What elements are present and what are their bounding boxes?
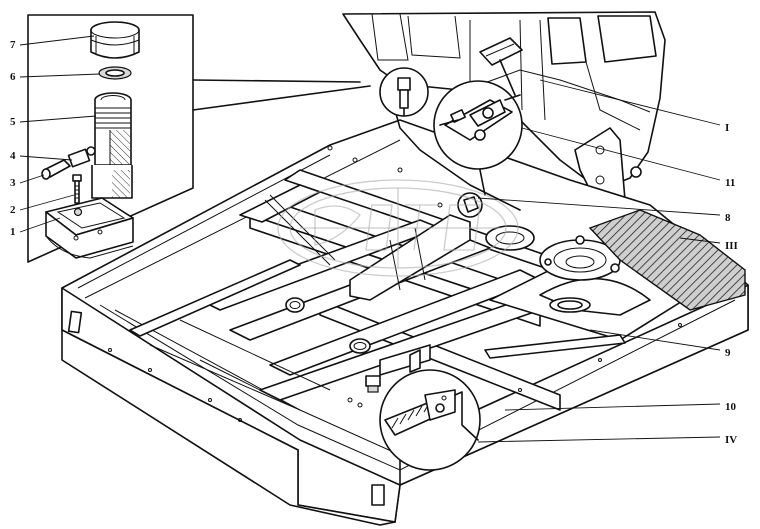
callout-label: 7 bbox=[10, 39, 16, 51]
callout-label: 11 bbox=[725, 177, 735, 189]
callout-4: 4 bbox=[10, 150, 73, 162]
callout-1: 1 bbox=[10, 217, 61, 238]
watermark-logo bbox=[277, 179, 519, 277]
callout-I: I bbox=[539, 79, 729, 134]
inset-callouts: 7 6 5 4 3 2 1 bbox=[10, 35, 101, 238]
callout-label: 3 bbox=[10, 177, 16, 189]
callout-label: 9 bbox=[725, 347, 731, 359]
callout-label: 2 bbox=[10, 204, 16, 216]
fitting-part bbox=[41, 146, 96, 180]
body-tube-part bbox=[94, 92, 132, 166]
callout-label: I bbox=[725, 122, 729, 134]
callout-IV: IV bbox=[477, 434, 737, 446]
washer-part bbox=[98, 66, 132, 80]
callout-label: 6 bbox=[10, 71, 16, 83]
callout-8: 8 bbox=[477, 197, 731, 224]
main-frame bbox=[61, 79, 749, 526]
inset-panel: 7 6 5 4 3 2 1 bbox=[10, 14, 371, 263]
callout-5: 5 bbox=[10, 115, 97, 128]
cap-part bbox=[90, 21, 140, 59]
callout-label: 10 bbox=[725, 401, 737, 413]
callout-label: 4 bbox=[10, 150, 16, 162]
detail-circle-bottom bbox=[379, 369, 481, 471]
callout-label: 5 bbox=[10, 116, 16, 128]
base-bracket-part bbox=[45, 165, 134, 259]
callout-3: 3 bbox=[10, 174, 45, 189]
callout-11: 11 bbox=[521, 127, 735, 189]
callout-III: III bbox=[679, 237, 738, 252]
callout-label: III bbox=[725, 240, 738, 252]
detail-circle-pedal bbox=[379, 67, 429, 117]
callout-label: 8 bbox=[725, 212, 731, 224]
callout-label: 1 bbox=[10, 226, 16, 238]
bolt-part bbox=[72, 174, 82, 204]
callout-7: 7 bbox=[10, 35, 95, 51]
callout-label: IV bbox=[725, 434, 737, 446]
main-callouts: I 11 8 III 9 10 IV bbox=[477, 79, 738, 446]
detail-circle-left bbox=[365, 375, 381, 393]
callout-10: 10 bbox=[504, 401, 737, 413]
callout-6: 6 bbox=[10, 71, 101, 83]
detail-circle-top bbox=[433, 80, 523, 170]
callout-2: 2 bbox=[10, 194, 75, 216]
callout-9: 9 bbox=[589, 329, 731, 359]
